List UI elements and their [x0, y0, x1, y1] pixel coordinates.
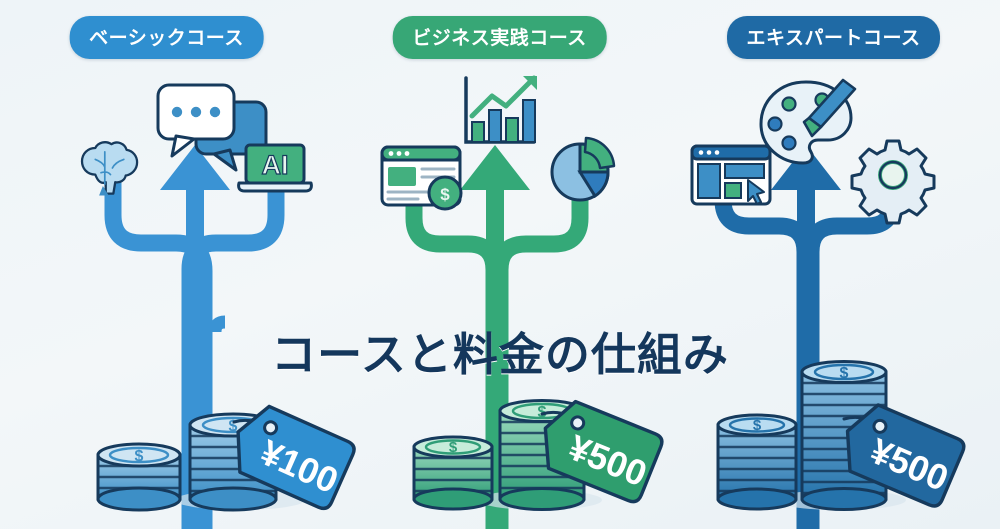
course-column-business: ビジネス実践コース — [333, 0, 666, 529]
page-title: コースと料金の仕組み — [271, 329, 729, 380]
svg-text:$: $ — [135, 448, 144, 465]
flow-arrows-basic — [104, 145, 285, 529]
svg-text:$: $ — [753, 417, 762, 434]
course-badge-business[interactable]: ビジネス実践コース — [392, 16, 607, 59]
coin-stack-expert: $ $ — [716, 360, 906, 511]
price-tag-business: ¥500 — [540, 399, 664, 504]
connector-lines — [208, 315, 807, 339]
svg-text:$: $ — [440, 185, 450, 204]
brain-icon — [80, 141, 139, 196]
paint-palette-icon — [759, 78, 857, 165]
price-tag-basic: ¥100 — [232, 404, 356, 511]
course-badge-basic[interactable]: ベーシックコース — [69, 16, 264, 59]
browser-money-icon: $ — [380, 145, 463, 211]
bar-chart-growth-icon — [464, 75, 537, 144]
course-column-expert: エキスパートコース — [667, 0, 1000, 529]
svg-text:$: $ — [840, 365, 849, 382]
svg-text:AI: AI — [262, 150, 289, 180]
svg-text:$: $ — [449, 439, 458, 456]
price-tag-expert: ¥500 — [842, 403, 966, 508]
flow-arrows-business — [405, 145, 589, 529]
ai-laptop-icon: AI — [237, 143, 313, 193]
design-layout-icon — [690, 144, 772, 206]
coin-stack-business: $ $ — [412, 399, 602, 511]
svg-text:$: $ — [229, 418, 238, 435]
coin-stack-basic: $ $ — [96, 412, 305, 512]
gear-icon — [850, 139, 936, 225]
pie-chart-icon — [550, 136, 616, 202]
course-column-basic: ベーシックコース — [0, 0, 333, 529]
course-badge-expert[interactable]: エキスパートコース — [726, 16, 941, 59]
chat-bubbles-icon — [156, 83, 268, 172]
